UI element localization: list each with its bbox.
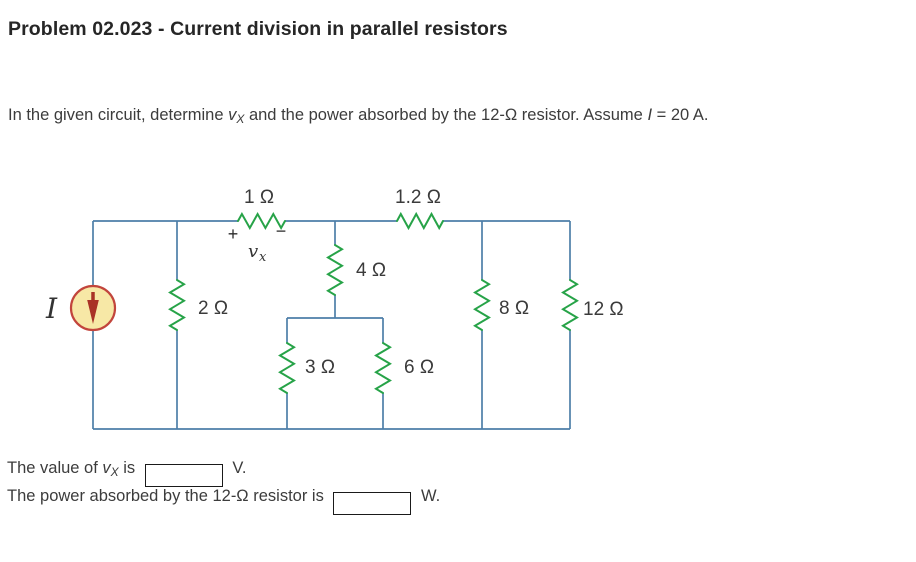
resistor-label-2ohm: 2 Ω [198,298,228,319]
resistor-4ohm [326,244,344,296]
answer-line-vx: The value of vX is V. [7,459,246,487]
vx-label: v [248,241,258,262]
current-arrow-icon [87,300,99,324]
circuit-resistors [168,211,579,394]
answer1-unit: V. [232,459,247,477]
statement-text-2: and the power absorbed by the 12-Ω resis… [244,106,648,124]
var-i: I [647,106,653,124]
resistor-label-6ohm: 6 Ω [404,357,434,378]
answer2-text: The power absorbed by the 12-Ω resistor … [7,487,324,505]
vx-label-sub: x [259,250,267,265]
var-vx: v [228,106,237,124]
current-source [69,284,117,332]
resistor-label-8ohm: 8 Ω [499,298,529,319]
resistor-label-12ohm: 12 Ω [583,299,624,320]
var-vx-sub: X [236,112,245,126]
source-label: I [45,292,58,325]
answer1-text-2: is [123,459,136,477]
resistor-label-4ohm: 4 Ω [356,260,386,281]
vx-plus-sign: + [228,224,239,244]
resistor-1p2ohm [396,211,444,231]
power-answer-input[interactable] [333,492,412,515]
circuit-wires [92,220,571,430]
problem-statement: In the given circuit, determine vX and t… [8,106,708,126]
answer1-text-1: The value of [7,459,103,477]
vx-minus-sign: − [276,221,287,241]
page-title: Problem 02.023 - Current division in par… [8,18,508,40]
resistor-6ohm [374,342,392,394]
resistor-2ohm [168,279,186,331]
resistor-8ohm [473,279,491,331]
resistor-label-1ohm: 1 Ω [244,187,274,208]
statement-text-3: = 20 A. [652,106,709,124]
resistor-label-3ohm: 3 Ω [305,357,335,378]
resistor-3ohm [278,342,296,394]
resistor-label-1p2ohm: 1.2 Ω [395,187,441,208]
answer-line-power: The power absorbed by the 12-Ω resistor … [7,487,440,515]
vx-answer-input[interactable] [144,464,223,487]
statement-text-1: In the given circuit, determine [8,106,229,124]
resistor-1ohm [237,211,286,231]
answer2-unit: W. [421,487,441,505]
answer1-var: v [102,459,111,477]
answer1-var-sub: X [110,465,119,479]
resistor-12ohm [561,279,579,331]
